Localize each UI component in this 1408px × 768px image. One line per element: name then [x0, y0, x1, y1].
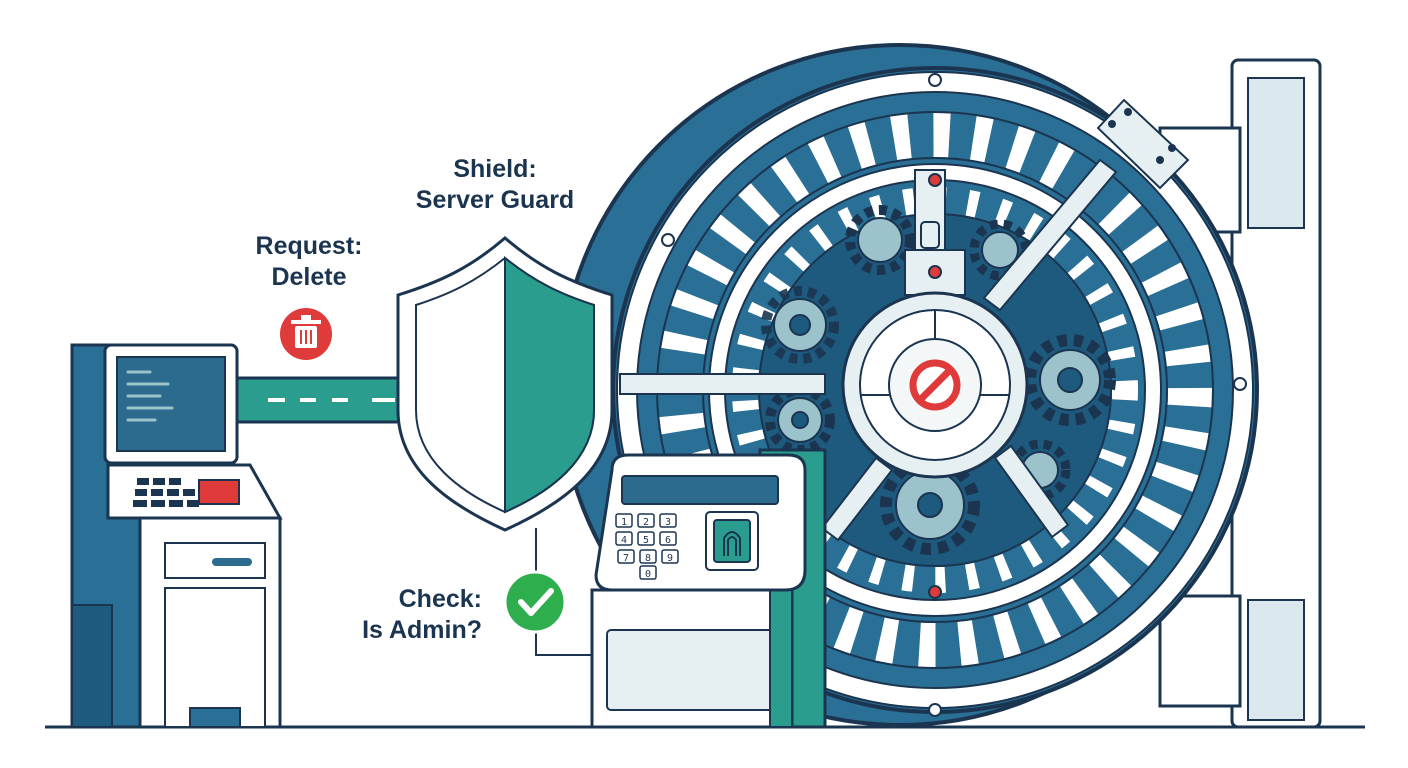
keypad-key-8: 8: [645, 553, 651, 564]
check-label-line2: Is Admin?: [362, 616, 482, 644]
trash-icon: [280, 308, 332, 360]
shield-label-line1: Shield:: [453, 155, 537, 183]
request-label: Request: Delete: [244, 231, 374, 293]
check-label-line1: Check:: [398, 585, 482, 613]
vault-lock-housing: [904, 173, 966, 599]
keypad-key-9: 9: [667, 553, 673, 564]
shield: [396, 236, 614, 532]
checkmark-icon: [503, 570, 567, 634]
no-entry-icon: [909, 359, 961, 411]
keypad-display: [621, 475, 779, 505]
keypad-key-7: 7: [623, 553, 629, 564]
keypad-key-5: 5: [643, 535, 649, 546]
kiosk-terminal: [70, 343, 283, 729]
keypad-key-2: 2: [643, 517, 649, 528]
vault-notch-ring-inner: [732, 187, 1138, 593]
vault-spokes: [619, 158, 1118, 542]
kiosk-screen: [116, 356, 226, 452]
keypad-key-3: 3: [665, 517, 671, 528]
kiosk-keypad: [133, 478, 199, 507]
request-label-line2: Delete: [271, 263, 347, 291]
lock-red-indicator-mid: [928, 265, 942, 279]
keypad-key-4: 4: [621, 535, 627, 546]
security-terminal: 1 2 3 4 5 6 7 8 9 0: [590, 448, 827, 729]
fingerprint-icon: [705, 511, 759, 571]
shield-label: Shield: Server Guard: [395, 154, 595, 216]
keypad-key-6: 6: [665, 535, 671, 546]
keypad-key-0: 0: [645, 569, 651, 580]
vault-hinge: [1096, 98, 1190, 190]
shield-label-line2: Server Guard: [415, 186, 575, 214]
vault-door: [558, 43, 1259, 727]
keypad-key-1: 1: [621, 517, 627, 528]
lock-red-indicator-bottom: [928, 585, 942, 599]
vault-dial: [841, 291, 1029, 479]
check-label: Check: Is Admin?: [322, 584, 482, 646]
vault-rim-bolts: [661, 73, 1247, 717]
keypad-keys: 1 2 3 4 5 6 7 8 9 0: [615, 513, 679, 580]
lock-red-indicator-top: [928, 173, 942, 187]
request-label-line1: Request:: [255, 232, 363, 260]
check-wire: [535, 528, 596, 656]
kiosk-red-button: [198, 479, 240, 505]
